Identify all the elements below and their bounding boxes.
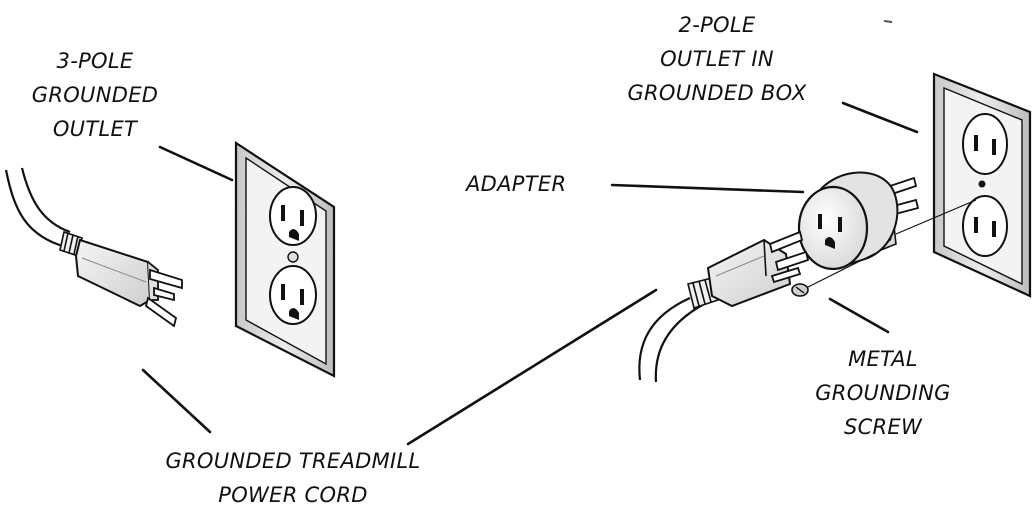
label-line: 2-POLE: [678, 13, 756, 37]
label-line: GROUNDED: [31, 83, 159, 107]
label-two-pole-outlet: 2-POLE OUTLET IN GROUNDED BOX: [596, 8, 838, 110]
label-line: 3-POLE: [56, 49, 134, 73]
adapter-icon: [797, 171, 920, 271]
label-metal-grounding-screw: METAL GROUNDING SCREW: [778, 342, 988, 444]
outlet-icon: [234, 140, 336, 378]
label-three-pole-outlet: 3-POLE GROUNDED OUTLET: [20, 44, 170, 146]
leader-three-pole: [158, 145, 234, 182]
stray-mark: [883, 20, 893, 23]
leader-adapter: [610, 183, 805, 194]
label-grounded-treadmill-power-cord: GROUNDED TREADMILL POWER CORD: [140, 444, 446, 512]
screw-icon: [791, 251, 879, 297]
tab-to-box-line: [895, 199, 977, 235]
leader-cord-right: [406, 288, 658, 446]
leader-screw: [828, 297, 890, 334]
label-adapter: ADAPTER: [466, 167, 606, 201]
label-line: ADAPTER: [466, 172, 567, 196]
label-line: OUTLET: [52, 117, 138, 141]
label-line: OUTLET IN: [660, 47, 774, 71]
power-plug-icon: [4, 167, 183, 328]
label-line: GROUNDED BOX: [627, 81, 807, 105]
label-line: GROUNDING: [815, 381, 951, 405]
label-line: METAL: [848, 347, 918, 371]
treadmill-plug: [638, 230, 810, 383]
label-line: GROUNDED TREADMILL: [165, 449, 421, 473]
leader-cord-left: [141, 368, 212, 434]
label-line: POWER CORD: [218, 483, 368, 507]
leader-lines: [141, 101, 919, 446]
label-line: SCREW: [843, 415, 923, 439]
two-pole-outlet: [932, 72, 1032, 298]
leader-two-pole: [841, 101, 919, 134]
